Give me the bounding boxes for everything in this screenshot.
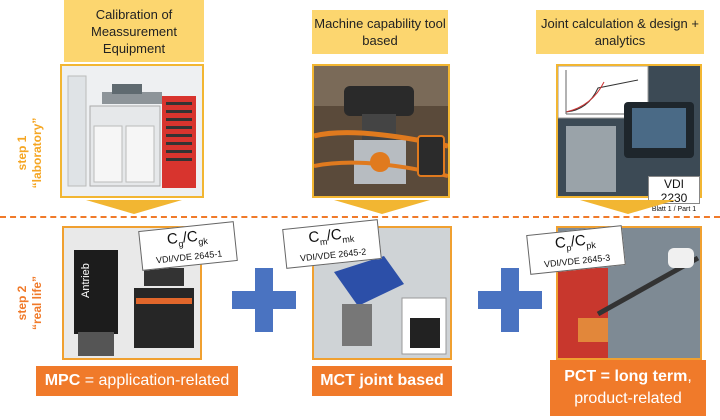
plus-icon-1: [232, 268, 296, 332]
header-calibration-text: Calibration of Meassurement Equipment: [91, 6, 177, 56]
header-joint-calculation: Joint calculation & design + analytics: [536, 10, 704, 54]
result-pct: PCT = long term, product-related: [550, 360, 706, 416]
step1-label-text: step 1: [15, 135, 29, 171]
result-mpc-bold: MPC: [44, 372, 81, 389]
torque-sensor-illustration: [314, 66, 448, 196]
analytics-screen-illustration: [558, 66, 700, 196]
result-mct: MCT joint based: [312, 366, 452, 396]
down-arrow-3: [580, 200, 676, 214]
photo-joint-analytics: [556, 64, 702, 198]
result-pct-rest: , product-related: [574, 368, 692, 407]
photo-calibration-bench: [60, 64, 204, 198]
calibration-bench-illustration: [62, 66, 202, 196]
photo-machine-capability: [312, 64, 450, 198]
step1-sub-text: “laboratory”: [30, 117, 44, 189]
down-arrow-2: [334, 200, 430, 214]
step2-label-text: step 2: [15, 285, 29, 321]
antrieb-text: Antrieb: [80, 263, 92, 298]
header-joint-calculation-text: Joint calculation & design + analytics: [541, 16, 699, 48]
step-divider: [0, 216, 720, 218]
header-machine-capability-text: Machine capability tool based: [314, 16, 446, 48]
result-mpc: MPC = application-related: [36, 366, 238, 396]
down-arrow-1: [86, 200, 182, 214]
header-calibration: Calibration of Meassurement Equipment: [64, 0, 204, 62]
vdi-2230-label: VDI 2230 Blatt 1 / Part 1: [648, 176, 700, 213]
step2-label: step 2 “real life”: [15, 263, 45, 343]
step2-sub-text: “real life”: [30, 275, 44, 331]
tag-cg-cgk: Cg/Cgk VDI/VDE 2645-1: [138, 221, 238, 271]
result-mct-bold: MCT joint based: [320, 372, 444, 389]
result-pct-bold: PCT = long term: [564, 368, 688, 385]
step1-label: step 1 “laboratory”: [15, 113, 45, 193]
plus-icon-2: [478, 268, 542, 332]
result-mpc-rest: = application-related: [80, 372, 230, 389]
header-machine-capability: Machine capability tool based: [312, 10, 448, 54]
